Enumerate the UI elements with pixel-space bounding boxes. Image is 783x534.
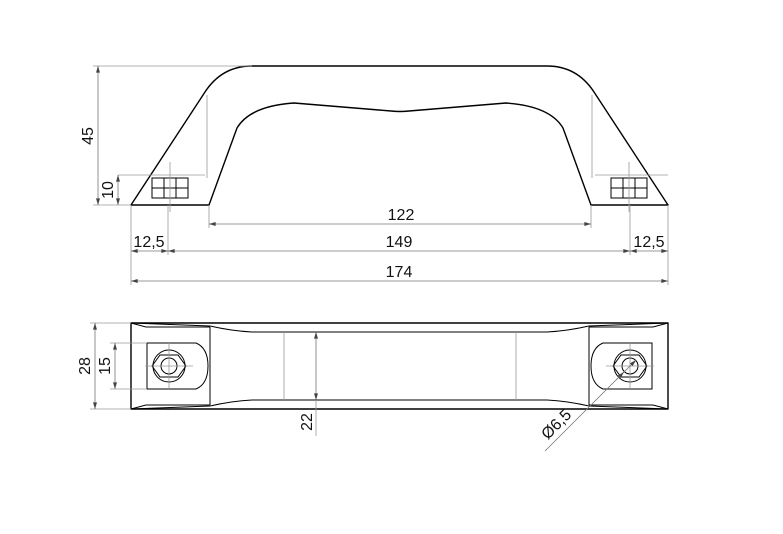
dim-hole-diameter: Ø6,5	[539, 406, 576, 443]
bolt-right	[610, 162, 648, 212]
top-outline	[130, 322, 669, 410]
dim-base-height: 10	[100, 181, 117, 199]
dim-slot-depth: 15	[97, 357, 114, 375]
dim-total-width: 174	[386, 264, 413, 281]
dim-depth: 28	[77, 357, 94, 375]
dim-inner-width: 122	[388, 207, 415, 224]
dim-height: 45	[80, 127, 97, 145]
dim-span: 149	[386, 234, 413, 251]
top-view: 28 15 22 Ø6,5	[77, 322, 669, 452]
handle-outer-profile	[130, 65, 669, 206]
bolt-left	[151, 162, 189, 212]
handle-inner-profile	[208, 102, 592, 206]
front-view: 45 10 122 12,5 149 12,5 174	[80, 65, 669, 285]
nut-right	[590, 342, 654, 390]
dim-end-right: 12,5	[633, 234, 664, 251]
nut-left	[145, 342, 209, 390]
dim-end-left: 12,5	[133, 234, 164, 251]
dim-grip-depth: 22	[299, 413, 316, 431]
